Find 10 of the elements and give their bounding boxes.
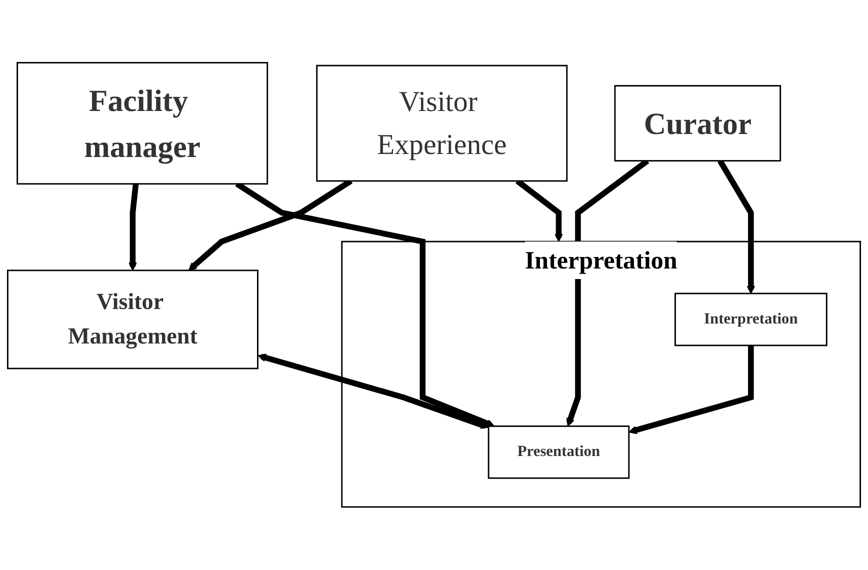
node-box: Curator xyxy=(614,85,782,162)
node-box: Presentation xyxy=(488,426,630,479)
arrow xyxy=(128,184,139,271)
arrow xyxy=(718,159,756,294)
arrow xyxy=(628,346,754,434)
node-box: Facility manager xyxy=(16,62,268,185)
node-box: Interpretation xyxy=(674,292,828,346)
node-box: Visitor Experience xyxy=(316,65,568,182)
node-box: Visitor Management xyxy=(6,270,258,370)
arrow xyxy=(258,354,489,429)
